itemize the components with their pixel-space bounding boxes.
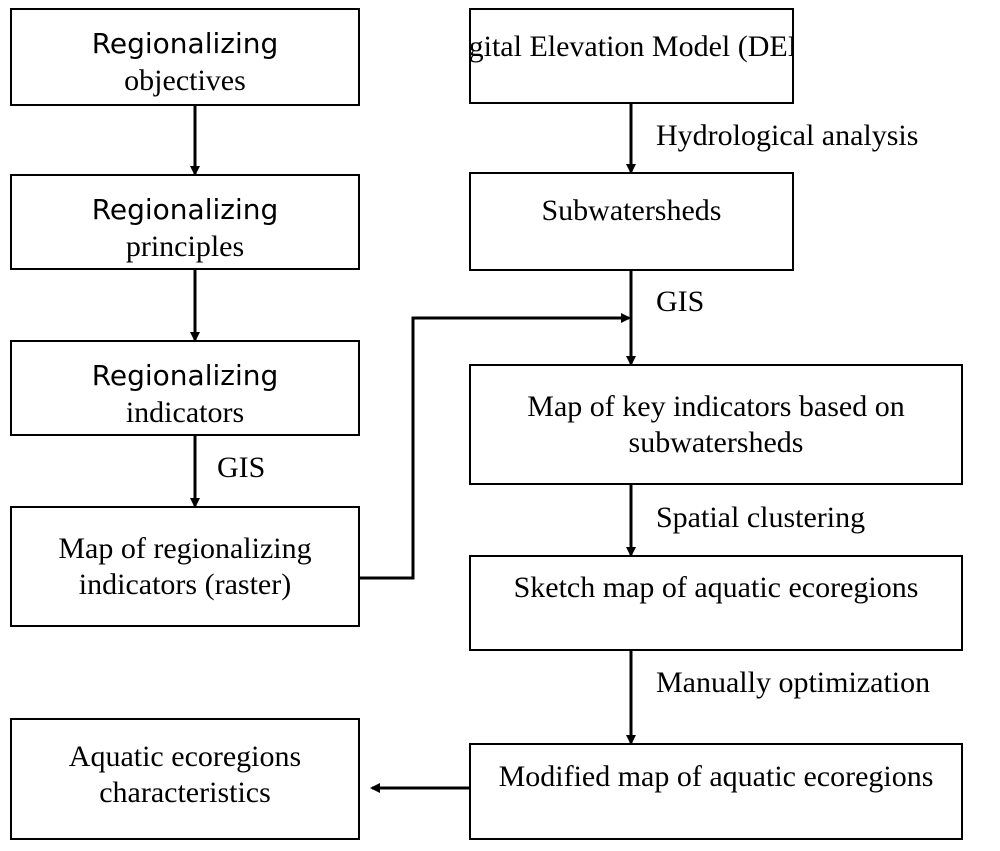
box-aquatic-ecoregions-characteristics: Aquatic ecoregions characteristics [10, 718, 360, 840]
edge-label-gis-left: GIS [217, 451, 266, 484]
edge-label-spatial-clustering: Spatial clustering [656, 501, 866, 534]
box-text-line: Sketch map of aquatic ecoregions [513, 571, 919, 604]
box-text-line: Regionalizing [91, 359, 279, 392]
box-regionalizing-principles: Regionalizing principles [10, 174, 360, 270]
box-subwatersheds: Subwatersheds [469, 172, 794, 271]
box-raster-map: Map of regionalizing indicators (raster) [10, 506, 360, 627]
box-key-indicators-map: Map of key indicators based on subwaters… [469, 364, 963, 485]
box-text-line: Digital Elevation Model (DEM) [469, 30, 792, 63]
edge-label-hydrological-analysis: Hydrological analysis [656, 119, 919, 152]
box-sketch-map: Sketch map of aquatic ecoregions [469, 555, 963, 651]
box-text-line: Map of regionalizing [58, 531, 312, 565]
box-text-line: Subwatersheds [541, 194, 722, 227]
box-text-line: Regionalizing [91, 27, 279, 60]
box-text-line: Aquatic ecoregions [68, 740, 302, 773]
box-text-line: indicators (raster) [78, 567, 292, 601]
box-text-line: principles [125, 230, 245, 263]
edge-label-gis-right: GIS [656, 285, 705, 318]
box-dem: Digital Elevation Model (DEM) [469, 8, 794, 104]
edge-label-manually-optimization: Manually optimization [656, 666, 931, 699]
box-regionalizing-objectives: Regionalizing objectives [10, 8, 360, 106]
arrow-raster-map-to-gis [360, 313, 631, 580]
box-text-line: Regionalizing [91, 193, 279, 226]
box-text-line: characteristics [99, 776, 271, 809]
box-modified-map: Modified map of aquatic ecoregions [469, 743, 963, 840]
box-text-line: subwatersheds [628, 425, 804, 459]
box-text-line: Modified map of aquatic ecoregions [498, 760, 934, 793]
box-text-line: indicators [125, 396, 245, 429]
box-regionalizing-indicators: Regionalizing indicators [10, 340, 360, 436]
box-text-line: Map of key indicators based on [527, 389, 905, 423]
box-text-line: objectives [124, 64, 246, 97]
